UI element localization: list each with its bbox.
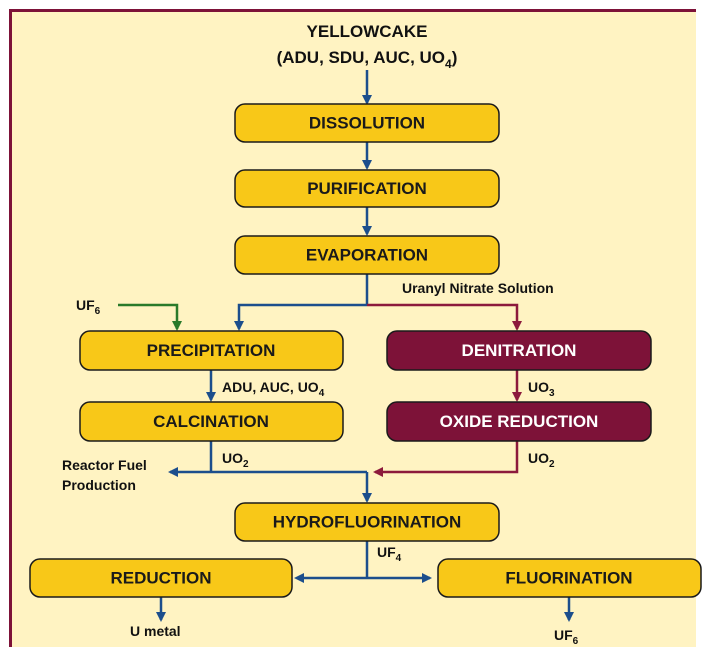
label-uo3: UO3 xyxy=(528,379,555,399)
node-evaporation: EVAPORATION xyxy=(234,235,500,275)
svg-text:PURIFICATION: PURIFICATION xyxy=(307,179,427,198)
node-calcination: CALCINATION xyxy=(79,401,344,442)
node-fluorination: FLUORINATION xyxy=(437,558,702,598)
node-dissolution: DISSOLUTION xyxy=(234,103,500,143)
label-uranyl-nitrate: Uranyl Nitrate Solution xyxy=(402,280,554,296)
arrow-to-denitration xyxy=(367,303,522,331)
svg-text:HYDROFLUORINATION: HYDROFLUORINATION xyxy=(273,513,462,532)
svg-text:CALCINATION: CALCINATION xyxy=(153,412,269,431)
label-reactor-fuel-line1: Reactor Fuel xyxy=(62,457,147,473)
svg-text:REDUCTION: REDUCTION xyxy=(110,569,211,588)
arrow-oxide-reduction-to-merge xyxy=(373,441,519,477)
label-uf6-input: UF6 xyxy=(76,297,101,317)
arrow-to-precipitation xyxy=(234,303,367,331)
arrow-uf6-input xyxy=(118,303,182,331)
node-purification: PURIFICATION xyxy=(234,169,500,208)
label-reactor-fuel-line2: Production xyxy=(62,477,136,493)
label-uf6-output: UF6 xyxy=(554,627,579,647)
node-hydrofluorination: HYDROFLUORINATION xyxy=(234,502,500,542)
node-reduction: REDUCTION xyxy=(29,558,293,598)
label-uo2-left: UO2 xyxy=(222,450,249,470)
title-yellowcake: YELLOWCAKE xyxy=(307,22,428,41)
node-precipitation: PRECIPITATION xyxy=(79,330,344,371)
svg-text:PRECIPITATION: PRECIPITATION xyxy=(147,341,276,360)
svg-text:EVAPORATION: EVAPORATION xyxy=(306,246,428,265)
node-oxide-reduction: OXIDE REDUCTION xyxy=(386,401,652,442)
label-uo2-right: UO2 xyxy=(528,450,555,470)
title-yellowcake-forms: (ADU, SDU, AUC, UO4) xyxy=(277,48,458,71)
label-uf4: UF4 xyxy=(377,544,402,564)
svg-text:FLUORINATION: FLUORINATION xyxy=(505,569,632,588)
label-u-metal: U metal xyxy=(130,623,181,639)
node-denitration: DENITRATION xyxy=(386,330,652,371)
svg-text:OXIDE REDUCTION: OXIDE REDUCTION xyxy=(440,412,599,431)
svg-text:DENITRATION: DENITRATION xyxy=(462,341,577,360)
svg-text:DISSOLUTION: DISSOLUTION xyxy=(309,114,425,133)
label-adu-auc-uo4: ADU, AUC, UO4 xyxy=(222,379,325,399)
